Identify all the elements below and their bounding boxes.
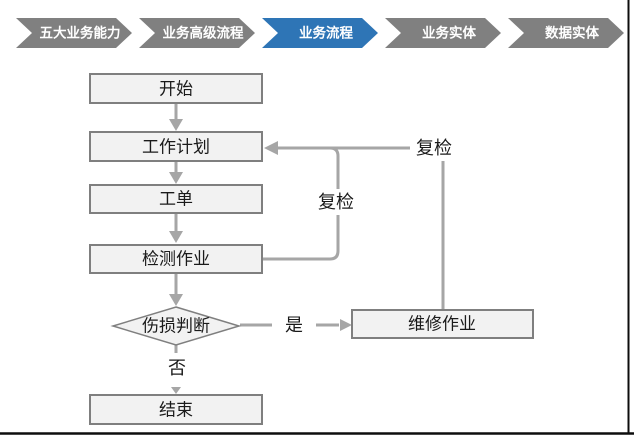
- nav-tab-business-process-active[interactable]: 业务流程: [262, 18, 378, 48]
- node-work-order-label: 工单: [159, 190, 193, 209]
- connector-repair-recheck: [278, 146, 445, 310]
- nav-chevron-shape[interactable]: [139, 18, 255, 48]
- node-work-plan: 工作计划: [89, 131, 263, 162]
- node-end-shape: [89, 394, 263, 425]
- nav-tab-label: 五大业务能力: [40, 25, 121, 41]
- arrowhead-into-judge: [169, 294, 183, 306]
- node-repair-shape: [351, 309, 534, 339]
- nav-tab-label: 业务高级流程: [163, 25, 244, 41]
- edge-label-yes: 是: [285, 315, 303, 335]
- node-inspection-shape: [89, 244, 263, 274]
- node-end: 结束: [89, 394, 263, 425]
- arrowhead-no-into-end: [171, 387, 181, 394]
- flow-nodes: 开始 工作计划 工单 检测作业 伤损判断 维修作业: [89, 73, 534, 425]
- nav-chevron-shape[interactable]: [16, 18, 132, 48]
- edge-label-recheck-inner: 复检: [318, 192, 354, 212]
- node-work-order-shape: [89, 184, 263, 214]
- nav-chevron-shape[interactable]: [262, 18, 378, 48]
- node-start-label: 开始: [159, 80, 193, 99]
- node-work-plan-shape: [89, 131, 263, 162]
- node-damage-judgment-shape: [110, 306, 242, 346]
- edge-labels: 复检 复检 是 否: [168, 135, 458, 378]
- nav-tab-business-entity[interactable]: 业务实体: [385, 18, 501, 48]
- arrowhead-yes-into-repair: [340, 319, 352, 331]
- node-end-label: 结束: [159, 401, 193, 420]
- nav-tab-data-entity[interactable]: 数据实体: [508, 18, 624, 48]
- edge-label-recheck-outer: 复检: [416, 138, 452, 158]
- edge-label-no: 否: [168, 358, 186, 378]
- nav-tab-five-capabilities[interactable]: 五大业务能力: [16, 18, 132, 48]
- edge-label-recheck-inner-bg: [312, 189, 360, 215]
- arrowhead-recheck-into-plan: [264, 141, 278, 155]
- breadcrumb-nav: 五大业务能力 业务高级流程 业务流程 业务实体 数据实体: [16, 18, 624, 48]
- arrowheads: [169, 119, 352, 394]
- arrowhead-into-order: [169, 172, 183, 184]
- node-inspection: 检测作业: [89, 244, 263, 274]
- arrowhead-into-inspection: [169, 231, 183, 243]
- nav-chevron-shape[interactable]: [385, 18, 501, 48]
- node-damage-judgment-label: 伤损判断: [142, 317, 210, 336]
- nav-tab-label: 业务流程: [299, 25, 353, 41]
- node-work-plan-label: 工作计划: [142, 138, 210, 157]
- nav-tab-label: 业务实体: [422, 25, 476, 41]
- node-repair-label: 维修作业: [408, 315, 476, 334]
- node-start-shape: [89, 73, 263, 104]
- node-damage-judgment: 伤损判断: [110, 306, 242, 346]
- node-inspection-label: 检测作业: [142, 250, 210, 269]
- nav-tab-advanced-process[interactable]: 业务高级流程: [139, 18, 255, 48]
- arrowhead-into-plan: [169, 119, 183, 131]
- node-repair: 维修作业: [351, 309, 534, 339]
- edge-label-recheck-outer-bg: [410, 135, 458, 161]
- nav-tab-label: 数据实体: [545, 25, 599, 41]
- node-start: 开始: [89, 73, 263, 104]
- nav-chevron-shape[interactable]: [508, 18, 624, 48]
- node-work-order: 工单: [89, 184, 263, 214]
